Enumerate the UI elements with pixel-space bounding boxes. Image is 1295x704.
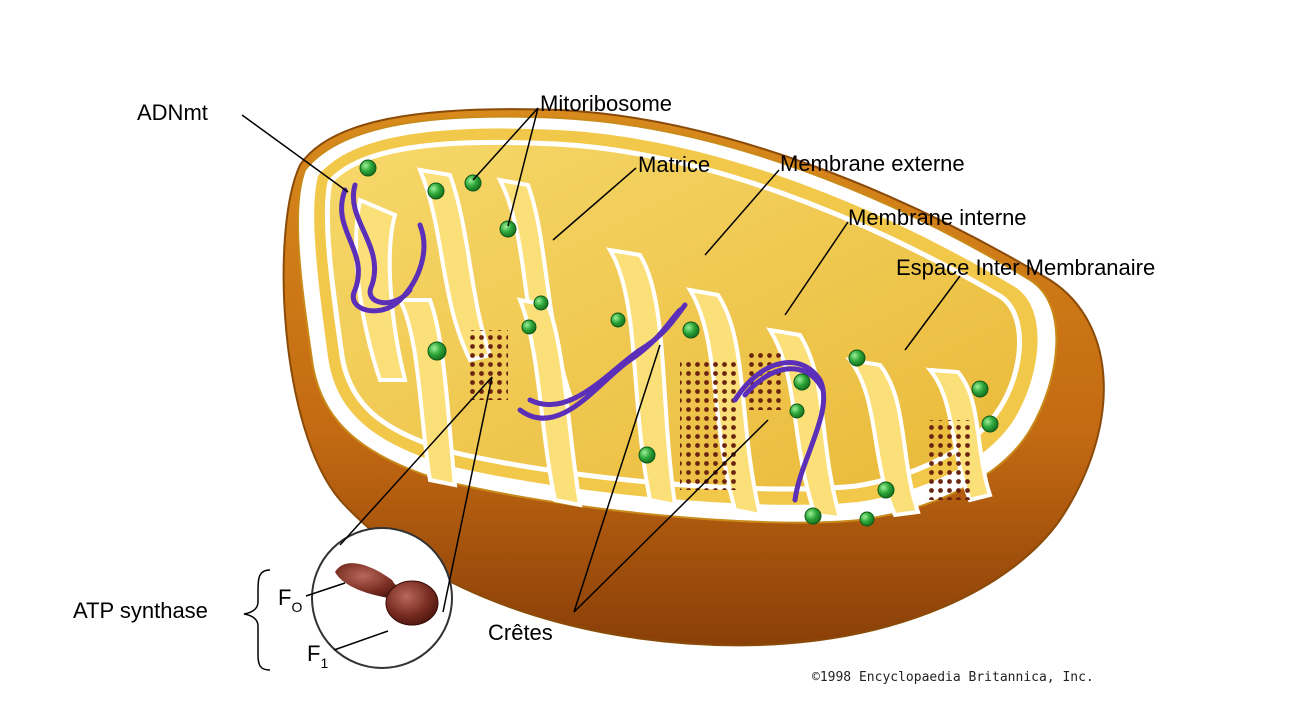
label-inner-membrane: Membrane interne [848,207,1027,229]
label-cristae: Crêtes [488,622,553,644]
copyright-credit: ©1998 Encyclopaedia Britannica, Inc. [812,671,1094,684]
label-f0-base: F [278,585,291,610]
label-mitoribosome: Mitoribosome [540,93,672,115]
label-f0-sub: O [291,599,302,615]
label-f1-base: F [307,641,320,666]
label-mtdna: ADNmt [137,102,208,124]
label-f1: F1 [307,643,328,665]
label-atp-synthase: ATP synthase [73,600,208,622]
label-f0: FO [278,587,302,609]
label-matrix: Matrice [638,154,710,176]
label-outer-membrane: Membrane externe [780,153,965,175]
label-intermembrane-space: Espace Inter Membranaire [896,257,1155,279]
atp-synthase-brace [244,570,270,670]
label-f1-sub: 1 [320,655,328,671]
